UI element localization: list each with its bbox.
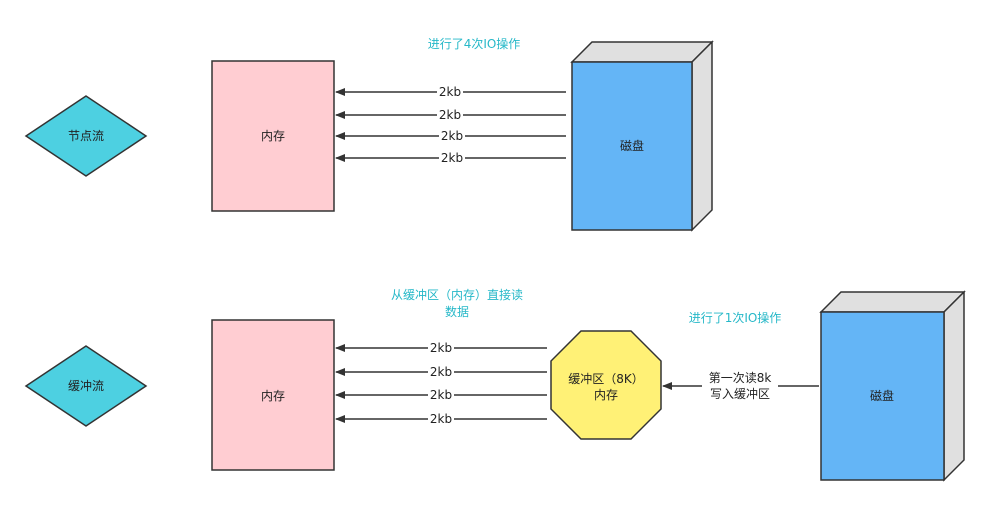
disk-to-buffer-arrow: 第一次读8k 写入缓冲区: [662, 368, 819, 402]
bottom-memory-box: 内存: [211, 319, 335, 471]
bottom-flow-diamond: 缓冲流: [24, 345, 148, 427]
top-arrow-label-4: 2kb: [441, 151, 463, 165]
bottom-io-note: 进行了1次IO操作: [689, 310, 782, 325]
bottom-arrows: 2kb 2kb 2kb 2kb: [335, 341, 547, 426]
buffer-label-line1: 缓冲区（8K）: [568, 371, 644, 386]
bottom-arrow-label-2: 2kb: [430, 365, 452, 379]
buffer-octagon: 缓冲区（8K） 内存: [550, 330, 662, 440]
disk-arrow-label-line1: 第一次读8k: [709, 371, 772, 385]
bottom-disk-label: 磁盘: [870, 388, 894, 403]
top-flow-label: 节点流: [68, 129, 104, 143]
bottom-flow-label: 缓冲流: [68, 378, 104, 393]
top-disk-cube: 磁盘: [570, 40, 714, 232]
top-io-note: 进行了4次IO操作: [428, 36, 521, 51]
top-arrow-label-1: 2kb: [439, 85, 461, 99]
bottom-read-note-line1: 从缓冲区（内存）直接读: [391, 287, 523, 302]
buffer-label-line2: 内存: [594, 388, 618, 402]
bottom-arrow-label-3: 2kb: [430, 388, 452, 402]
disk-arrow-label-line2: 写入缓冲区: [710, 386, 770, 401]
bottom-arrow-label-4: 2kb: [430, 412, 452, 426]
top-flow-diamond: 节点流: [24, 95, 148, 177]
bottom-read-note-line2: 数据: [445, 304, 469, 319]
top-arrows: 2kb 2kb 2kb 2kb: [335, 85, 566, 165]
top-arrow-label-3: 2kb: [441, 129, 463, 143]
top-arrow-label-2: 2kb: [439, 108, 461, 122]
top-memory-label: 内存: [261, 129, 285, 143]
top-disk-label: 磁盘: [620, 138, 644, 153]
top-memory-box: 内存: [211, 60, 335, 212]
bottom-memory-label: 内存: [261, 389, 285, 403]
bottom-arrow-label-1: 2kb: [430, 341, 452, 355]
bottom-disk-cube: 磁盘: [819, 290, 966, 482]
